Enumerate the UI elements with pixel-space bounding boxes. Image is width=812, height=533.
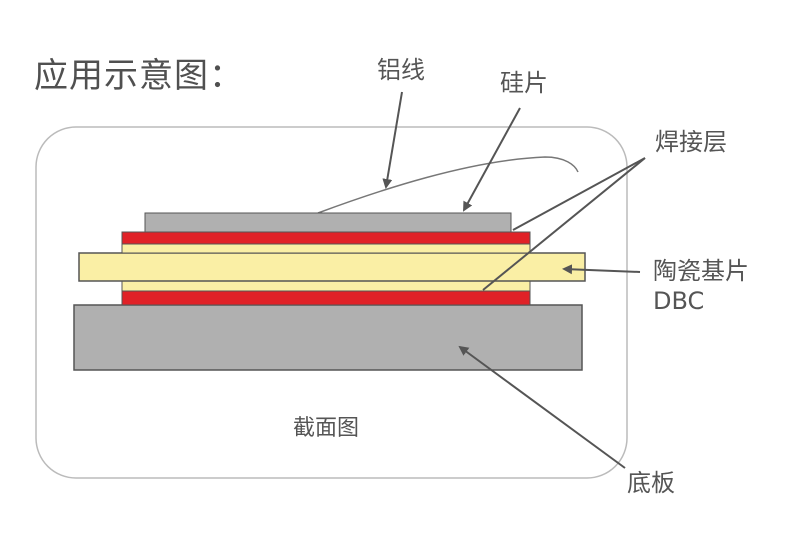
- ceramic-substrate: [78, 252, 586, 282]
- label-ceramic-dbc: DBC: [653, 287, 705, 315]
- section-frame: [35, 126, 628, 479]
- label-silicon-chip: 硅片: [500, 69, 548, 97]
- solder-top-pointer: [512, 157, 646, 231]
- label-aluminum-wire: 铝线: [377, 56, 425, 84]
- silicon-chip: [144, 212, 512, 233]
- base-arrow: [458, 345, 626, 469]
- label-ceramic-name: 陶瓷基片: [653, 257, 749, 285]
- label-cross-section: 截面图: [293, 416, 360, 441]
- aluminum-wire: [317, 156, 579, 214]
- copper-layer-bottom: [121, 280, 531, 292]
- solder-bottom-pointer: [482, 157, 646, 291]
- label-solder-layer: 焊接层: [655, 128, 727, 156]
- solder-layer-top: [121, 231, 531, 245]
- solder-layer-bottom: [121, 290, 531, 306]
- diagram-title: 应用示意图：: [34, 56, 244, 96]
- chip-arrow: [463, 107, 521, 212]
- ceramic-arrow: [562, 264, 641, 275]
- wire-arrow: [382, 91, 403, 189]
- label-ceramic-substrate: 陶瓷基片 DBC: [653, 256, 749, 316]
- copper-layer-top: [121, 243, 531, 254]
- label-base-plate: 底板: [627, 469, 675, 497]
- base-plate: [73, 304, 583, 371]
